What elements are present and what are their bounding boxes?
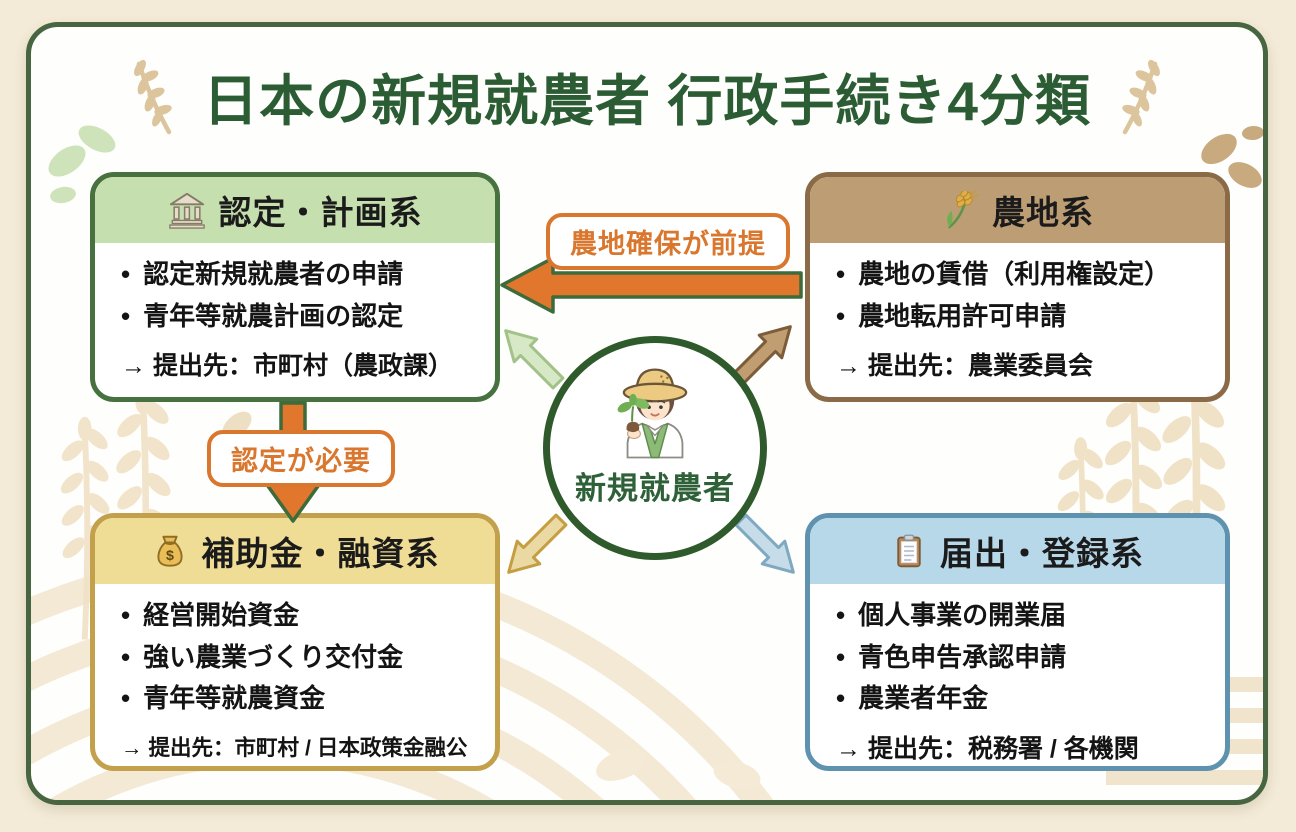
category-box-certification-planning: 認定・計画系 • 認定新規就農者の申請 • 青年等就農計画の認定 → 提出先：市町村… — [90, 172, 500, 402]
box-title: 認定・計画系 — [218, 194, 423, 231]
bullet: • — [836, 600, 846, 630]
list-item: • 認定新規就農者の申請 — [121, 254, 473, 296]
clipboard-icon — [891, 532, 927, 570]
destination-text: → 提出先：市町村 / 日本政策金融公庫 — [121, 735, 468, 760]
bullet: • — [836, 683, 846, 714]
list-item: • 個人事業の開業届 — [836, 595, 1203, 637]
item-text: 経営開始資金 — [143, 600, 300, 630]
box-header: $ 補助金・融資系 — [95, 518, 495, 584]
destination-text: → 提出先：税務署 / 各機関 — [836, 734, 1139, 763]
bullet: • — [836, 259, 846, 289]
money-bag-icon: $ — [151, 532, 189, 570]
bullet: • — [121, 600, 131, 630]
bullet: • — [836, 300, 846, 331]
list-item: • 経営開始資金 — [121, 595, 473, 637]
center-label: 新規就農者 — [575, 471, 735, 506]
rice-icon — [941, 191, 979, 229]
arrow-center-to-certification — [504, 329, 565, 390]
list-item: • 青年等就農計画の認定 — [121, 296, 473, 338]
label-certification-required: 認定が必要 — [207, 430, 395, 487]
item-text: 認定新規就農者の申請 — [143, 259, 404, 289]
item-text: 農地の賃借（利用権設定） — [858, 259, 1171, 289]
item-text: 青年等就農資金 — [143, 683, 326, 714]
item-text: 個人事業の開業届 — [858, 600, 1067, 630]
item-text: 青年等就農計画の認定 — [143, 300, 404, 331]
destination-text: → 提出先：市町村（農政課） — [121, 352, 453, 381]
wheat-sprig-icon — [1122, 59, 1160, 135]
list-item: • 農地の賃借（利用権設定） — [836, 254, 1203, 296]
category-box-subsidy-loan: $ 補助金・融資系 • 経営開始資金 • 強い農業づくり交付金 • 青年等就農資金 →… — [90, 513, 500, 771]
box-header: 農地系 — [810, 177, 1225, 243]
bullet: • — [836, 641, 846, 672]
bank-icon — [168, 191, 206, 229]
svg-text:$: $ — [166, 548, 174, 564]
wheat-sprig-icon — [134, 59, 172, 135]
list-item: • 強い農業づくり交付金 — [121, 637, 473, 679]
farmer-illustration — [617, 368, 688, 459]
bullet: • — [121, 683, 131, 714]
box-header: 届出・登録系 — [810, 518, 1225, 584]
category-box-farmland: 農地系 • 農地の賃借（利用権設定） • 農地転用許可申請 → 提出先：農業委員会 — [805, 172, 1230, 402]
arrow-center-to-subsidy — [507, 513, 568, 574]
destination-text: → 提出先：農業委員会 — [836, 352, 1093, 381]
item-text: 強い農業づくり交付金 — [143, 641, 404, 672]
list-item: • 農地転用許可申請 — [836, 296, 1203, 338]
page-title: 日本の新規就農者 行政手続き4分類 — [203, 70, 1091, 132]
list-item: • 青年等就農資金 — [121, 678, 473, 720]
box-body: • 農地の賃借（利用権設定） • 農地転用許可申請 → 提出先：農業委員会 — [810, 243, 1225, 382]
bullet: • — [121, 300, 131, 331]
box-body: • 認定新規就農者の申請 • 青年等就農計画の認定 → 提出先：市町村（農政課） — [95, 243, 495, 382]
item-text: 農地転用許可申請 — [858, 300, 1067, 331]
bullet: • — [121, 259, 131, 289]
list-item: • 青色申告承認申請 — [836, 637, 1203, 679]
item-text: 青色申告承認申請 — [858, 641, 1067, 672]
bullet: • — [121, 641, 131, 672]
item-text: 農業者年金 — [858, 683, 989, 714]
box-body: • 経営開始資金 • 強い農業づくり交付金 • 青年等就農資金 → 提出先：市町村 /… — [95, 584, 495, 766]
infographic-card: 日本の新規就農者 行政手続き4分類 — [26, 22, 1268, 805]
box-title: 届出・登録系 — [940, 535, 1144, 572]
center-circle: 新規就農者 — [543, 336, 767, 560]
list-item: • 農業者年金 — [836, 678, 1203, 720]
title-row: 日本の新規就農者 行政手続き4分類 — [31, 53, 1263, 139]
box-header: 認定・計画系 — [95, 177, 495, 243]
category-box-notification-registration: 届出・登録系 • 個人事業の開業届 • 青色申告承認申請 • 農業者年金 → 提出先：… — [805, 513, 1230, 771]
box-body: • 個人事業の開業届 • 青色申告承認申請 • 農業者年金 → 提出先：税務署 / 各… — [810, 584, 1225, 765]
box-title: 補助金・融資系 — [201, 535, 440, 572]
label-farmland-prerequisite: 農地確保が前提 — [546, 213, 790, 270]
box-title: 農地系 — [992, 194, 1094, 231]
arrow-center-to-notification — [734, 513, 795, 574]
